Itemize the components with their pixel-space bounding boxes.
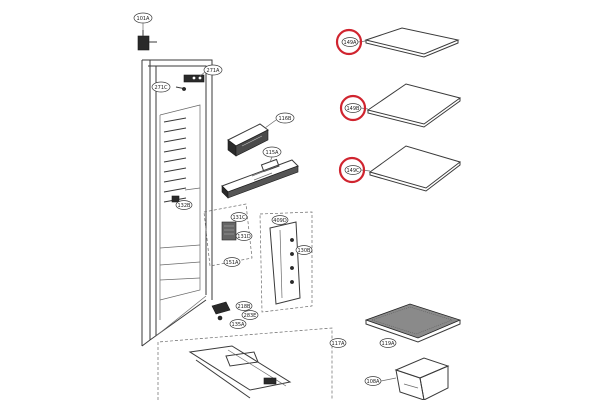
- shelf-rails: [163, 117, 187, 203]
- highlight-ring: [339, 94, 367, 122]
- crisper-drawer-part: [394, 357, 450, 400]
- crisper-cover-part: [364, 303, 462, 343]
- glass-shelf-part: [366, 83, 462, 128]
- screw-part: [175, 86, 187, 91]
- callout-119a: 119A: [379, 338, 397, 348]
- control-housing-part: [221, 158, 299, 199]
- callout-131d: 131D: [235, 231, 253, 241]
- callout-108a: 108A: [364, 376, 397, 386]
- callout-135a: 135A: [229, 319, 247, 329]
- svg-text:283E: 283E: [244, 313, 257, 319]
- callout-149c: 149C: [338, 156, 371, 184]
- callout-271c: 271C: [151, 81, 171, 93]
- svg-text:218B: 218B: [238, 304, 252, 310]
- svg-text:149A: 149A: [344, 40, 358, 46]
- svg-text:117A: 117A: [332, 341, 346, 347]
- svg-text:149B: 149B: [347, 106, 361, 112]
- svg-text:131D: 131D: [237, 234, 251, 240]
- top-hinge-part: [183, 74, 205, 83]
- duct-assembly-group: [259, 211, 313, 313]
- glass-shelf-part: [364, 27, 460, 58]
- svg-text:132B: 132B: [178, 203, 192, 209]
- svg-text:409D: 409D: [273, 218, 287, 224]
- svg-text:135A: 135A: [232, 322, 246, 328]
- bracket-part: [137, 30, 157, 51]
- callout-218b: 218B: [235, 301, 253, 311]
- highlight-ring: [338, 156, 366, 184]
- svg-text:131C: 131C: [232, 215, 246, 221]
- callout-130b: 130B: [295, 245, 313, 255]
- svg-text:119A: 119A: [382, 341, 396, 347]
- callout-116b: 116B: [264, 112, 295, 129]
- svg-text:116B: 116B: [279, 116, 293, 122]
- svg-text:149C: 149C: [346, 168, 360, 174]
- fan-module-group: [203, 203, 253, 267]
- drawer-assembly-group: [157, 327, 333, 400]
- svg-text:101A: 101A: [137, 16, 151, 22]
- callout-101a: 101A: [133, 12, 153, 30]
- lamp-cover-part: [227, 123, 269, 157]
- callout-283e: 283E: [241, 310, 259, 320]
- svg-text:130B: 130B: [298, 248, 312, 254]
- callout-149b: 149B: [339, 94, 369, 122]
- svg-text:115A: 115A: [266, 150, 280, 156]
- callout-131c: 131C: [230, 212, 248, 222]
- callout-409d: 409D: [271, 215, 289, 225]
- callout-149a: 149A: [335, 28, 367, 56]
- svg-text:271C: 271C: [154, 85, 168, 91]
- svg-text:271A: 271A: [207, 68, 221, 74]
- highlight-ring: [335, 28, 363, 56]
- callout-271a: 271A: [199, 64, 223, 77]
- glass-shelf-part: [368, 145, 462, 192]
- callout-151a: 151A: [223, 257, 241, 267]
- cabinet-outline: [141, 59, 213, 347]
- callout-117a: 117A: [329, 338, 347, 348]
- callout-115a: 115A: [262, 146, 282, 163]
- svg-text:151A: 151A: [226, 260, 240, 266]
- svg-text:108A: 108A: [367, 379, 381, 385]
- callout-132b: 132B: [175, 200, 193, 210]
- bottom-hinge-part: [211, 301, 231, 321]
